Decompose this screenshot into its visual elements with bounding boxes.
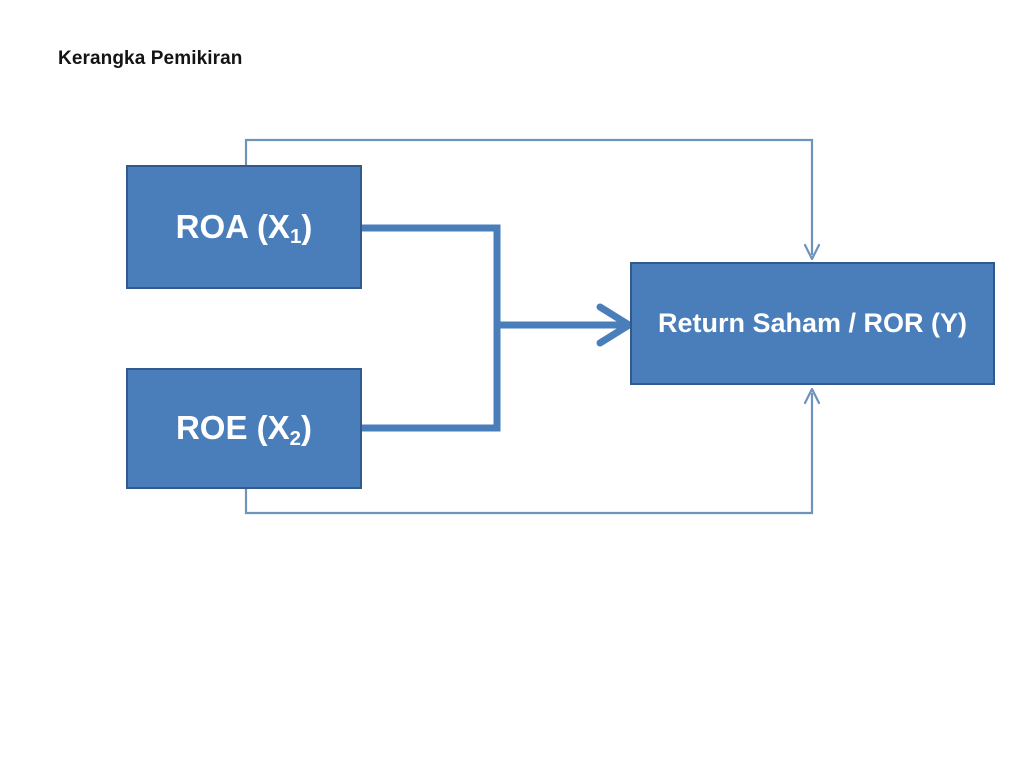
node-return-saham[interactable]: Return Saham / ROR (Y): [630, 262, 995, 385]
node-roa-label-subscript: 1: [289, 225, 302, 249]
node-roa-label-main: ROA (X: [175, 207, 290, 245]
node-roe-label: ROE (X2): [175, 409, 313, 450]
node-roa[interactable]: ROA (X1): [126, 165, 362, 289]
node-roe-label-tail: ): [301, 409, 313, 447]
connector-thick-bracket: [362, 224, 633, 432]
node-return-saham-label: Return Saham / ROR (Y): [657, 307, 968, 338]
node-roe-label-main: ROE (X: [175, 409, 290, 447]
node-roe-label-subscript: 2: [289, 426, 302, 450]
page-title: Kerangka Pemikiran: [58, 48, 243, 69]
node-roa-label-tail: ): [301, 207, 313, 245]
node-roe[interactable]: ROE (X2): [126, 368, 362, 489]
node-roa-label: ROA (X1): [175, 207, 313, 249]
